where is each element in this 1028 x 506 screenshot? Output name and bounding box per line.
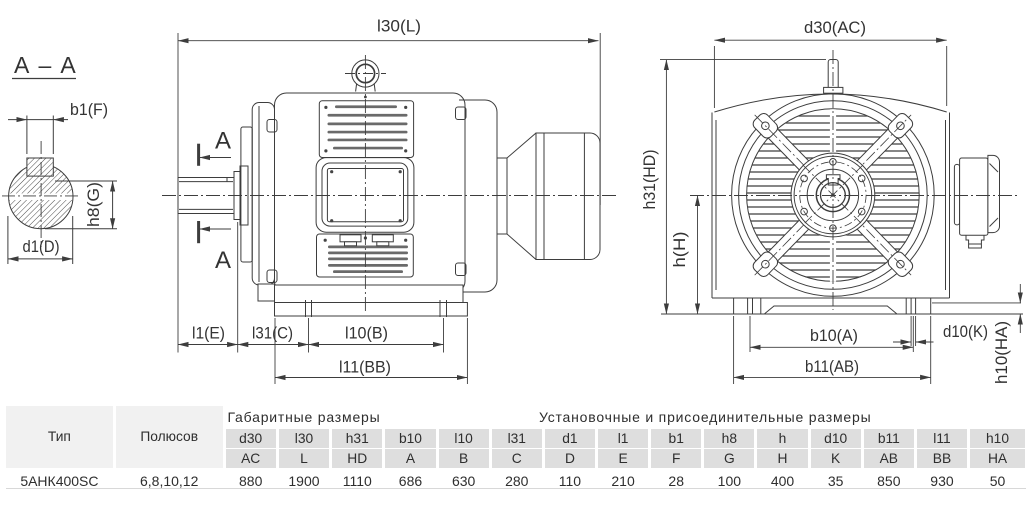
svg-text:b11(AB): b11(AB) [805, 358, 859, 376]
svg-text:h31(HD): h31(HD) [641, 150, 659, 210]
svg-text:l1(E): l1(E) [192, 325, 225, 343]
svg-text:l31(C): l31(C) [252, 325, 293, 343]
svg-text:b1(F): b1(F) [70, 101, 108, 119]
svg-text:d10(K): d10(K) [943, 323, 988, 341]
svg-text:l30(L): l30(L) [377, 18, 421, 36]
svg-text:d1(D): d1(D) [23, 238, 60, 256]
svg-text:h(H): h(H) [671, 232, 689, 268]
svg-text:b10(A): b10(A) [810, 327, 858, 345]
svg-text:h8(G): h8(G) [85, 182, 103, 227]
svg-text:A – A: A – A [14, 52, 78, 78]
svg-text:l11(BB): l11(BB) [339, 359, 391, 377]
svg-text:d30(AC): d30(AC) [804, 19, 866, 37]
svg-text:A: A [215, 247, 231, 274]
svg-text:l10(B): l10(B) [345, 325, 388, 343]
svg-text:A: A [215, 128, 231, 155]
svg-text:h10(HA): h10(HA) [993, 321, 1011, 384]
